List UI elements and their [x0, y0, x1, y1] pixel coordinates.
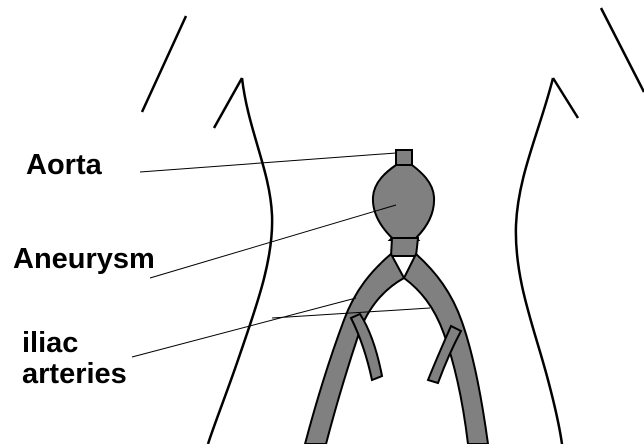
- right-shoulder-line: [601, 8, 644, 92]
- left-internal-iliac-branch: [351, 314, 382, 380]
- left-iliac-artery: [305, 254, 404, 444]
- left-torso-outline: [208, 78, 272, 444]
- left-torso-tick: [214, 78, 242, 128]
- label-iliac-line1: iliac: [22, 328, 127, 359]
- aorta-leader-line: [140, 153, 396, 172]
- label-aorta: Aorta: [26, 150, 102, 181]
- left-shoulder-line: [142, 16, 186, 112]
- label-iliac-arteries: iliac arteries: [22, 328, 127, 391]
- label-iliac-line2: arteries: [22, 359, 127, 390]
- aneurysm-bulge: [373, 165, 434, 240]
- label-aneurysm: Aneurysm: [13, 244, 155, 275]
- right-torso-outline: [516, 78, 562, 444]
- right-torso-tick: [553, 78, 578, 118]
- iliac-leader-line-left: [132, 298, 356, 357]
- aorta-vessel: [396, 150, 412, 166]
- aortic-neck: [391, 238, 418, 256]
